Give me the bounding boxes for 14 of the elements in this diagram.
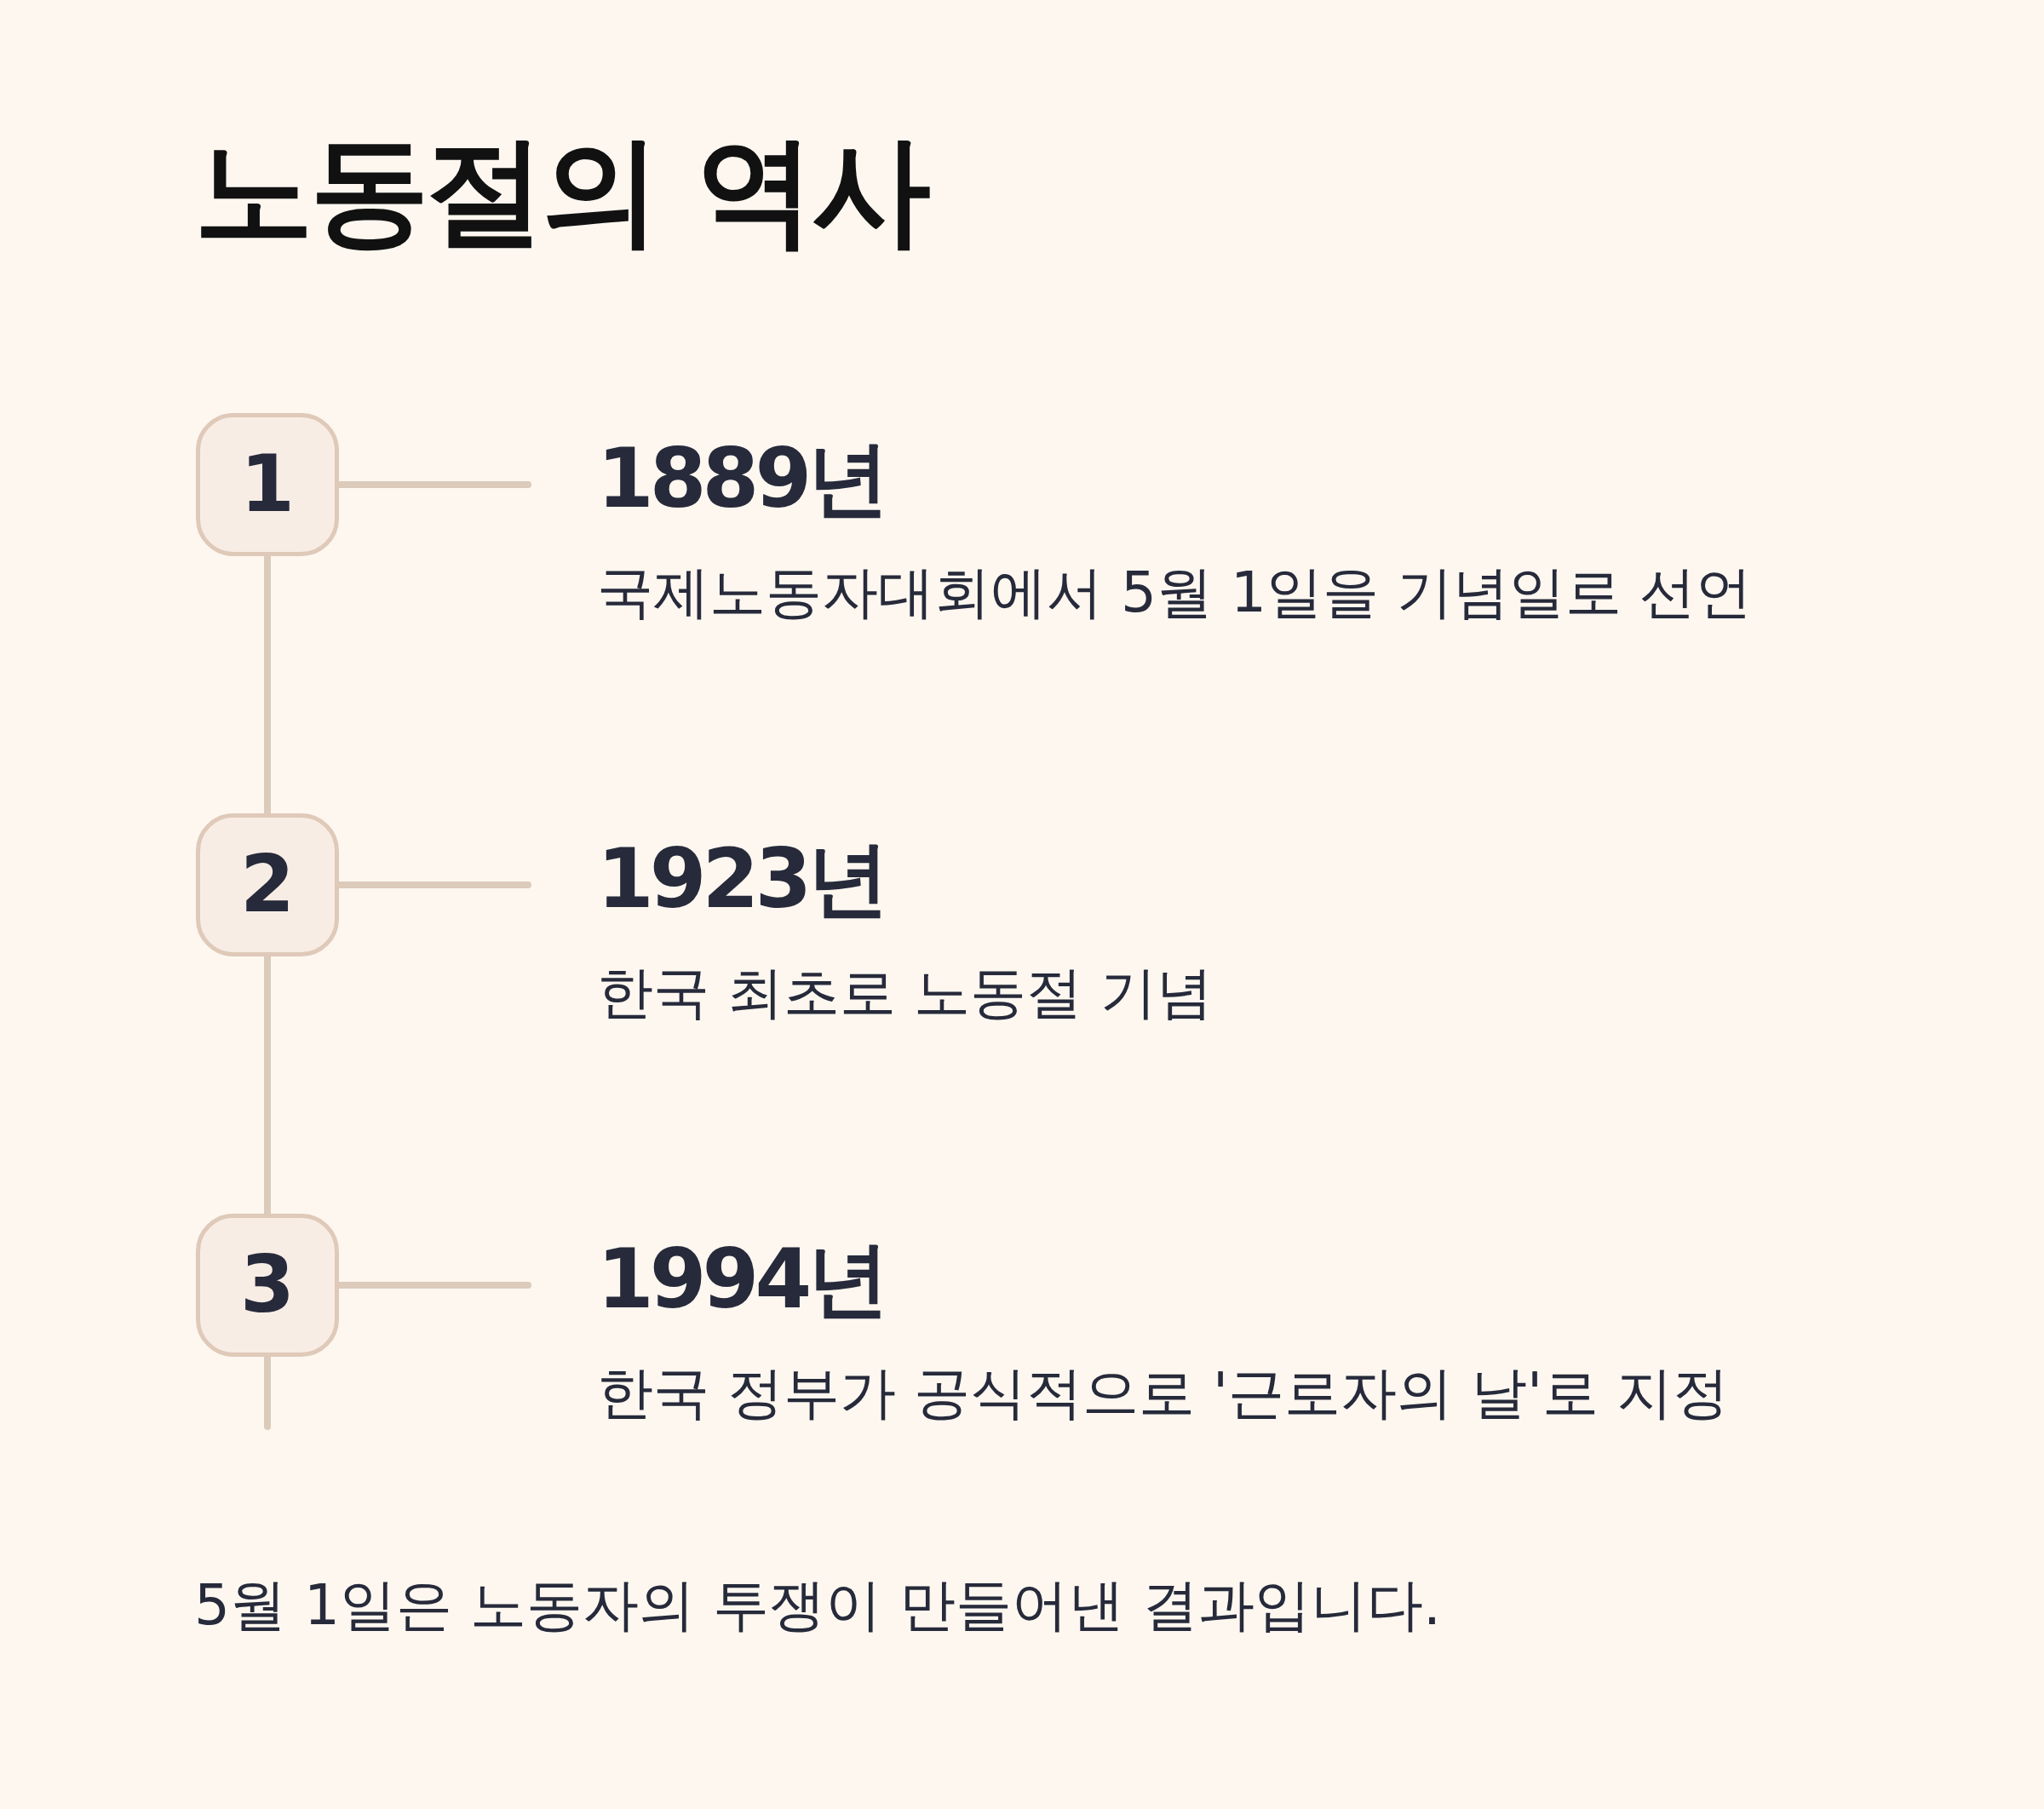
number-badge bbox=[196, 813, 339, 956]
event-description: 한국 최초로 노동절 기념 bbox=[597, 958, 1213, 1026]
event-description: 한국 정부가 공식적으로 '근로자의 날'로 지정 bbox=[597, 1358, 1730, 1427]
step-number: 2 bbox=[240, 846, 295, 924]
event-description: 국제노동자대회에서 5월 1일을 기념일로 선언 bbox=[597, 558, 1752, 626]
summary-text: 5월 1일은 노동자의 투쟁이 만들어낸 결과입니다. bbox=[194, 1571, 1441, 1640]
step-number: 3 bbox=[240, 1246, 295, 1324]
step-number: 1 bbox=[240, 445, 295, 524]
number-badge bbox=[196, 413, 339, 556]
number-badge bbox=[196, 1214, 339, 1357]
year-heading: 1923년 bbox=[597, 835, 887, 925]
year-heading: 1889년 bbox=[597, 434, 887, 525]
title: 노동절의 역사 bbox=[194, 120, 927, 261]
year-heading: 1994년 bbox=[597, 1235, 887, 1325]
